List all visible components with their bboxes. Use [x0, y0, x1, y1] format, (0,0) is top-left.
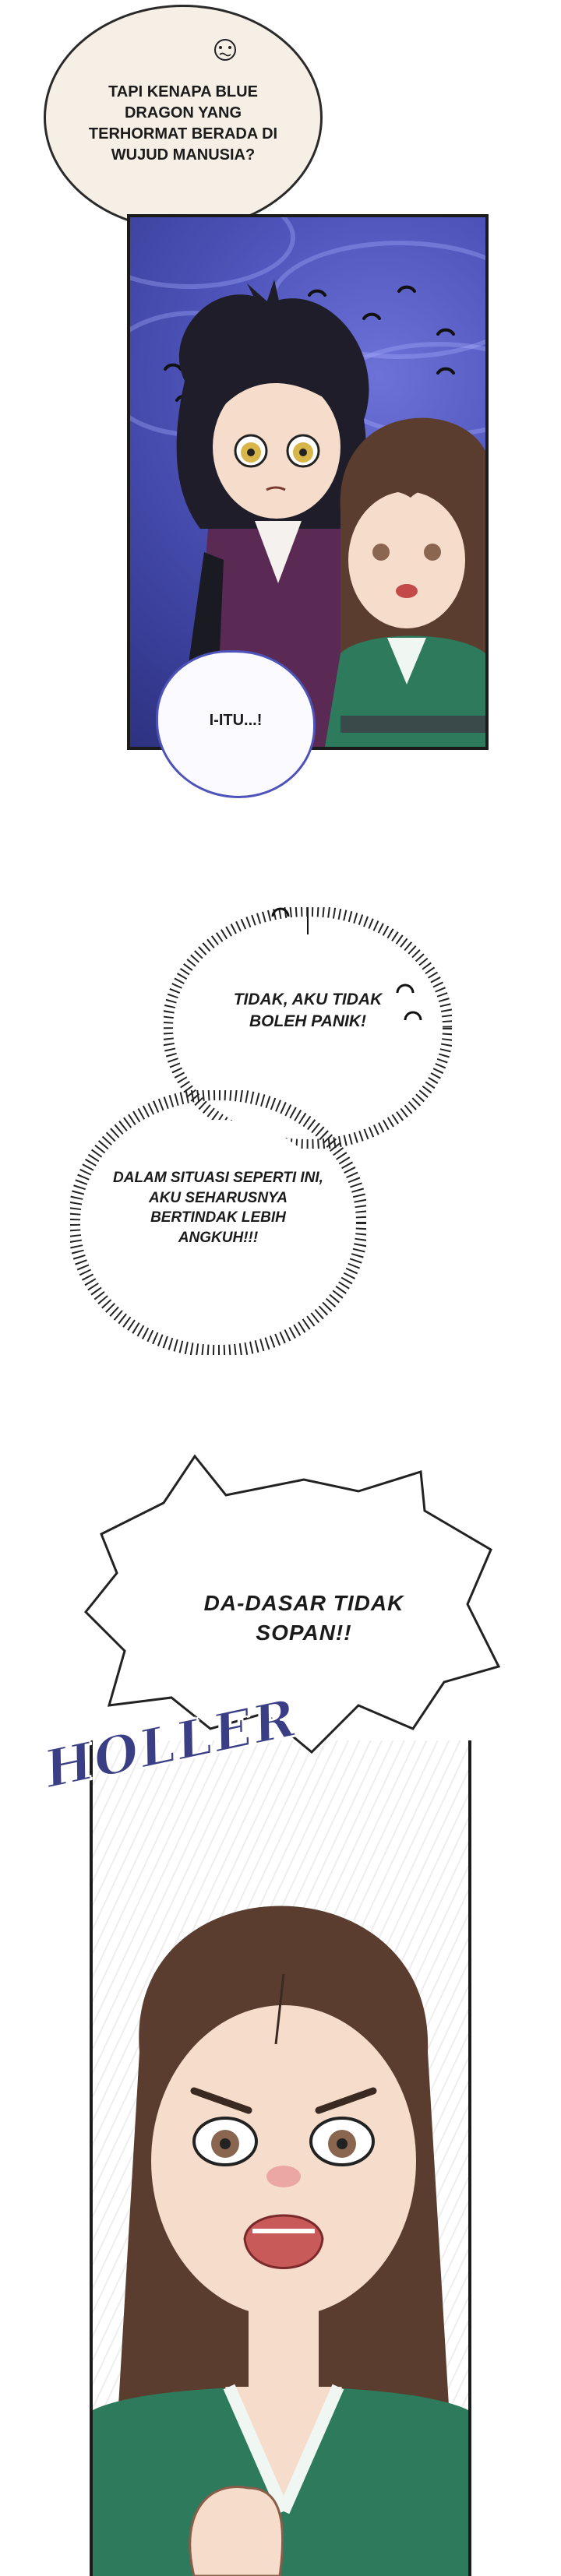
- worry-mark-icon: [271, 907, 290, 917]
- angry-girl-illustration: [93, 1906, 468, 2576]
- question-text: TAPI KENAPA BLUE DRAGON YANG TERHORMAT B…: [88, 83, 278, 164]
- shout-bubble: [83, 1454, 501, 1754]
- speech-bubble-iitu: I-ITU...!: [156, 650, 316, 798]
- angkuh-text: DALAM SITUASI SEPERTI INI, AKU SEHARUSNY…: [113, 1170, 323, 1246]
- panel-angry-girl: [90, 1740, 471, 2576]
- shout-text: DA-DASAR TIDAK SOPAN!!: [203, 1591, 404, 1645]
- thought-burst-angkuh: [70, 1090, 366, 1355]
- panic-text: TIDAK, AKU TIDAK BOLEH PANIK!: [233, 991, 383, 1031]
- worry-mark-icon: [404, 1011, 422, 1021]
- iitu-text: I-ITU...!: [209, 712, 263, 729]
- thought-burst-panic: [164, 907, 452, 1149]
- worry-mark-icon: [396, 984, 415, 994]
- worried-face-icon: [214, 39, 236, 61]
- speech-bubble-question: TAPI KENAPA BLUE DRAGON YANG TERHORMAT B…: [44, 5, 323, 231]
- worry-marks-icon: [164, 285, 455, 402]
